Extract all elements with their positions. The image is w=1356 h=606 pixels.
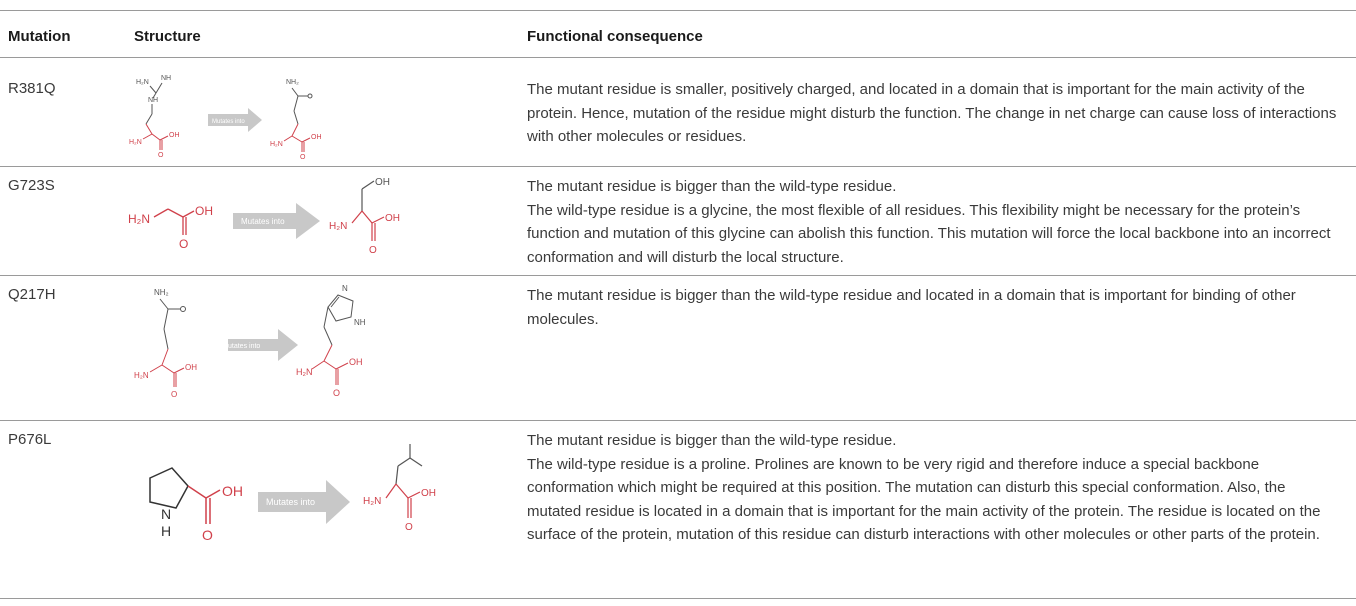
leu-oh-label: OH [421, 488, 436, 499]
table-top-rule [0, 10, 1356, 11]
consequence-paragraph: The wild-type residue is a glycine, the … [527, 201, 1331, 266]
arrow-label: utates into [228, 343, 260, 350]
gln-nh2-label: NH₂ [286, 79, 299, 86]
header-consequence: Functional consequence [527, 28, 703, 45]
header-structure: Structure [134, 28, 201, 45]
mutates-into-arrow: Mutates into [233, 203, 320, 239]
leu-h2n-label: H₂N [363, 496, 381, 507]
pro-o-label: O [202, 527, 213, 543]
consequence-paragraph: The mutant residue is bigger than the wi… [527, 432, 897, 449]
leu-o-label: O [405, 522, 413, 533]
his-n-label: N [342, 284, 348, 293]
arg-h2n-label: H₂N [136, 79, 149, 86]
serine-structure: OH H₂N OH O [329, 177, 400, 256]
mutates-into-arrow: utates into [228, 329, 298, 361]
pro-n-label: N [161, 506, 171, 522]
arginine-structure: H₂N NH NH H₂N OH O [129, 75, 180, 159]
gly-o-label: O [179, 237, 188, 251]
structure-p676l: N H OH O Mutates into [128, 440, 508, 600]
ser-h2n-label: H₂N [329, 221, 347, 232]
row-rule-3 [0, 420, 1356, 421]
arg-nh-mid-label: NH [148, 97, 158, 104]
row-mutation-q217h: Q217H [8, 286, 56, 303]
histidine-structure: N NH H₂N OH O [296, 284, 366, 398]
row-rule-1 [0, 166, 1356, 167]
row-mutation-g723s: G723S [8, 177, 55, 194]
arrow-label: Mutates into [266, 497, 315, 507]
structure-r381q: H₂N NH NH H₂N OH O Muta [128, 66, 508, 161]
arg-o-label: O [158, 152, 164, 159]
leucine-structure: H₂N OH O [363, 444, 436, 533]
his-oh-label: OH [349, 357, 363, 367]
gln-h2n-label: H₂N [270, 141, 283, 148]
consequence-paragraph: The mutant residue is bigger than the wi… [527, 178, 897, 195]
consequence-paragraph: The mutant residue is bigger than the wi… [527, 287, 1296, 328]
row-mutation-r381q: R381Q [8, 80, 56, 97]
consequence-paragraph: The wild-type residue is a proline. Prol… [527, 455, 1321, 544]
mutates-into-arrow: Mutates into [208, 108, 262, 132]
gln-h2n-label: H₂N [134, 371, 149, 380]
glycine-structure: H₂N OH O [128, 204, 213, 251]
ser-oh-label: OH [385, 213, 400, 224]
ser-oh-top-label: OH [375, 177, 390, 188]
structure-g723s: H₂N OH O Mutates into OH [128, 167, 508, 275]
gln-o-label: O [300, 154, 306, 161]
arg-backbone-h2n-label: H₂N [129, 139, 142, 146]
gln-oh-label: OH [311, 134, 322, 141]
row-mutation-p676l: P676L [8, 431, 52, 448]
row-consequence-p676l: The mutant residue is bigger than the wi… [527, 429, 1339, 547]
arrow-label: Mutates into [212, 119, 245, 125]
header-rule [0, 57, 1356, 58]
his-h2n-label: H₂N [296, 367, 313, 377]
consequence-paragraph: The mutant residue is smaller, positivel… [527, 81, 1337, 145]
glutamine-structure: NH₂ H₂N OH O [270, 79, 322, 161]
row-consequence-q217h: The mutant residue is bigger than the wi… [527, 284, 1339, 331]
pro-h-label: H [161, 523, 171, 539]
gln-o-label: O [171, 390, 177, 399]
gln-oh-label: OH [185, 363, 197, 372]
row-rule-2 [0, 275, 1356, 276]
mutates-into-arrow: Mutates into [258, 480, 350, 524]
ser-o-label: O [369, 245, 377, 256]
row-consequence-g723s: The mutant residue is bigger than the wi… [527, 175, 1339, 269]
table-bottom-rule [0, 598, 1356, 599]
structure-q217h: NH₂ H₂N OH O utates into [128, 277, 508, 412]
his-o-label: O [333, 388, 340, 398]
proline-structure: N H OH O [149, 467, 243, 543]
pro-oh-label: OH [222, 483, 243, 499]
his-nh-label: NH [354, 318, 366, 327]
gly-h2n-label: H₂N [128, 212, 150, 226]
row-consequence-r381q: The mutant residue is smaller, positivel… [527, 78, 1339, 149]
arg-oh-label: OH [169, 132, 180, 139]
arrow-label: Mutates into [241, 217, 285, 226]
header-mutation: Mutation [8, 28, 71, 45]
arg-nh-top-label: NH [161, 75, 171, 82]
gly-oh-label: OH [195, 204, 213, 218]
gln-nh2-label: NH₂ [154, 288, 169, 297]
glutamine-structure: NH₂ H₂N OH O [134, 288, 197, 399]
